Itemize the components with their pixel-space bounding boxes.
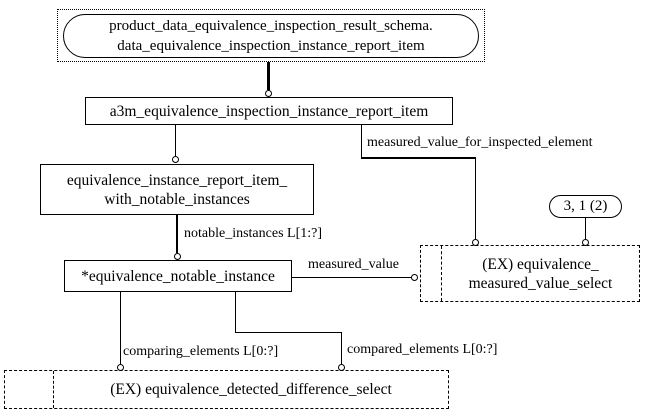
attr-line-notable-instances — [176, 215, 178, 253]
interschema-ref-line2: data_equivalence_inspection_instance_rep… — [117, 38, 425, 54]
supertype-line — [266, 62, 270, 90]
attr-line-mvfie-v2 — [474, 157, 476, 239]
page-ref-oval: 3, 1 (2) — [549, 195, 622, 218]
attr-line-mvfie-h — [360, 157, 476, 159]
attr-line-comparing-elements — [119, 292, 121, 364]
attr-circle-compared-elements — [337, 363, 345, 371]
entity-a3m-label: a3m_equivalence_inspection_instance_repo… — [109, 102, 429, 120]
select-divider-measured-value — [441, 246, 442, 301]
attr-label-measured-value-for-inspected-element: measured_value_for_inspected_element — [367, 135, 593, 150]
attr-circle-comparing-elements — [116, 363, 124, 371]
entity-a3m-equivalence-inspection-instance-report-item: a3m_equivalence_inspection_instance_repo… — [85, 97, 453, 125]
page-ref-circle — [581, 239, 589, 246]
select-measured-value-text: (EX) equivalence_ measured_value_select — [442, 246, 639, 301]
entity-equivalence-notable-instance: *equivalence_notable_instance — [64, 260, 292, 292]
attr-line-mvfie-v1 — [360, 125, 362, 158]
interschema-ref-entity: product_data_equivalence_inspection_resu… — [63, 14, 479, 58]
subtype-line-report-item — [174, 125, 176, 156]
select-equivalence-measured-value-select: (EX) equivalence_ measured_value_select — [420, 245, 640, 302]
attr-circle-measured-value — [411, 273, 418, 281]
entity-equivalence-instance-report-item: equivalence_instance_report_item_ with_n… — [40, 164, 314, 215]
interschema-ref-line1: product_data_equivalence_inspection_resu… — [109, 18, 433, 34]
supertype-circle-terminator — [264, 90, 272, 97]
page-ref-label: 3, 1 (2) — [563, 198, 608, 214]
attr-label-comparing-elements: comparing_elements L[0:?] — [123, 344, 279, 359]
attr-label-measured-value: measured_value — [308, 257, 399, 272]
attr-line-measured-value — [292, 276, 411, 278]
attr-label-notable-instances: notable_instances L[1:?] — [184, 226, 323, 241]
subtype-circle-report-item — [172, 156, 179, 163]
select-measured-value-line1: (EX) equivalence_ — [482, 255, 599, 273]
attr-line-compared-v2 — [340, 331, 342, 364]
page-ref-line — [584, 218, 586, 239]
select-equivalence-detected-difference-select: (EX) equivalence_detected_difference_sel… — [4, 370, 449, 409]
entity-notable-instance-label: *equivalence_notable_instance — [81, 267, 275, 285]
attr-line-compared-h — [234, 331, 342, 333]
select-divider-detected-difference — [53, 371, 54, 408]
attr-circle-mvfie — [472, 239, 479, 246]
select-detected-difference-text: (EX) equivalence_detected_difference_sel… — [54, 371, 448, 408]
attr-label-compared-elements: compared_elements L[0:?] — [347, 342, 498, 357]
select-detected-difference-label: (EX) equivalence_detected_difference_sel… — [110, 381, 392, 398]
entity-report-item-line2: with_notable_instances — [104, 190, 250, 208]
attr-line-compared-v1 — [234, 292, 236, 333]
select-measured-value-line2: measured_value_select — [468, 274, 613, 292]
entity-report-item-line1: equivalence_instance_report_item_ — [66, 171, 288, 189]
attr-circle-notable-instances — [173, 253, 181, 260]
